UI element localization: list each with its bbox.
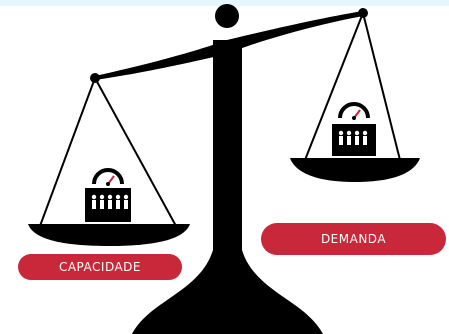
demand-label-text: DEMANDA	[320, 232, 387, 246]
demand-label: DEMANDA	[261, 223, 446, 255]
scale-top-knob	[215, 4, 239, 28]
left-string-a	[39, 77, 96, 227]
right-string-a	[304, 12, 364, 161]
right-string-b	[362, 12, 401, 161]
padlock-gauge-people-icon	[332, 102, 376, 156]
right-pan	[290, 158, 420, 182]
left-string-b	[94, 77, 177, 227]
scale-beam	[95, 11, 363, 80]
padlock-gauge-people-icon	[85, 168, 131, 222]
left-pan	[28, 224, 190, 246]
top-band	[0, 0, 449, 6]
capacity-label-text: CAPACIDADE	[58, 260, 142, 274]
capacity-label: CAPACIDADE	[18, 254, 182, 280]
scale-base	[132, 40, 323, 334]
